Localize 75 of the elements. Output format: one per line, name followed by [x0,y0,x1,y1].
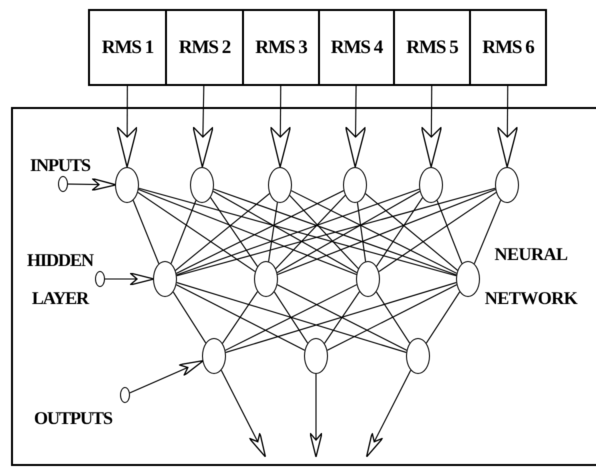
connection-line [268,202,278,262]
connection-line [376,292,410,344]
signal-box: RMS 4 [318,9,395,86]
connection-line [356,202,366,262]
neuron-circle [456,261,480,297]
connection-line [225,284,357,351]
connection-line [226,282,456,353]
connection-line [436,200,462,264]
layer-label: OUTPUTS [32,407,114,430]
connection-line [138,188,456,276]
network-label: NEURAL NETWORK [484,243,579,310]
connection-line [138,189,357,275]
signal-box: RMS 2 [165,9,244,86]
signal-box: RMS 6 [469,9,547,86]
neuron-circle [202,338,226,374]
connection-line [324,291,360,344]
arrow [116,86,138,168]
small-circle [58,176,68,192]
connection-line [210,197,258,267]
connection-line [289,195,359,269]
small-circle [120,387,130,403]
connection-line [170,200,196,264]
arrow [68,178,117,192]
connection-line [277,284,407,351]
neuron-circle [419,167,443,203]
layer-label: HIDDEN LAYER [26,249,94,310]
neuron-circle [190,167,214,203]
arrow [420,86,442,168]
connection-line [176,188,420,276]
connection-line [222,291,258,344]
connection-line [474,200,502,264]
neuron-circle [115,167,139,203]
connection-line [274,292,308,344]
neuron-circle [268,167,292,203]
connection-line [212,190,358,274]
connection-line [176,188,496,276]
arrow [220,370,266,458]
signal-box: RMS 5 [393,9,471,86]
connection-line [276,190,420,274]
connection-line [275,194,346,270]
connection-line [376,197,423,267]
connection-line [291,190,457,274]
arrow [192,86,214,168]
neuron-circle [406,338,430,374]
arrow [496,86,518,168]
connection-line [176,190,344,274]
neuron-circle [153,261,177,297]
arrow [366,370,412,458]
connection-line [132,200,160,264]
layer-label: INPUTS [28,154,92,177]
connection-line [327,284,457,351]
arrow [130,360,204,394]
signal-box: RMS 3 [242,9,320,86]
arrow [344,86,366,168]
connection-line [378,192,496,272]
neuron-circle [495,167,519,203]
connection-line [172,292,206,344]
connection-line [426,292,460,344]
small-circle [95,271,105,287]
network-frame [11,107,596,466]
connection-line [138,192,256,272]
connection-line [277,189,496,275]
signal-box: RMS 1 [88,9,167,86]
neuron-circle [356,261,380,297]
connection-line [214,188,456,276]
arrow [309,374,323,458]
connection-line [176,284,305,351]
arrow [270,86,292,168]
neuron-circle [343,167,367,203]
neuron-circle [304,338,328,374]
connection-line [176,282,406,353]
neuron-circle [254,261,278,297]
arrow [105,272,155,286]
connection-line [365,193,458,271]
connection-line [175,193,270,271]
